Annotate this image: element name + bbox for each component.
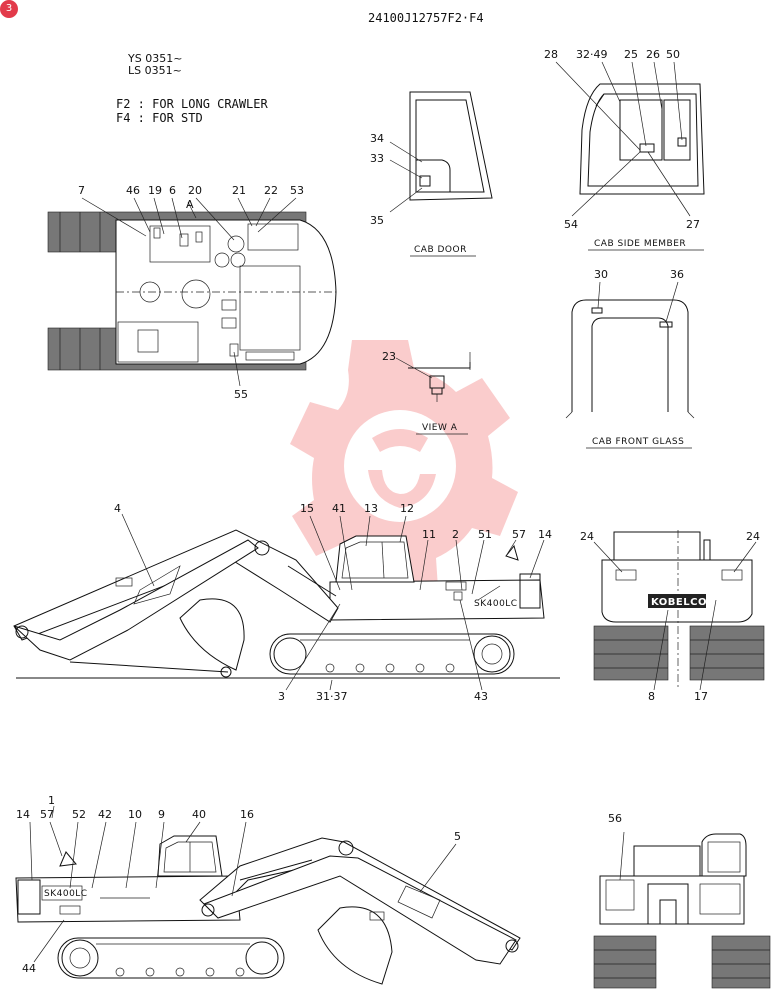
callout-number: 31·37 — [316, 690, 348, 703]
callout-number: 54 — [564, 218, 578, 231]
side-decal-model: SK400LC — [474, 599, 518, 609]
note-f2: F2 : FOR LONG CRAWLER — [116, 97, 268, 111]
cab-side-member-callouts: 28 32·49 25 26 50 54 27 — [544, 48, 700, 231]
side-view-left-callouts: 1 14 57 52 42 10 9 40 16 5 44 — [16, 794, 461, 975]
callout-number: 55 — [234, 388, 248, 401]
callout-number: 10 — [128, 808, 142, 821]
callout-number: 34 — [370, 132, 384, 145]
side-view-right-leaders — [121, 513, 545, 691]
front-view-callout: 56 — [608, 812, 622, 825]
rear-view-machine — [593, 530, 765, 690]
callout-number: 41 — [332, 502, 346, 515]
callout-number: 46 — [126, 184, 140, 197]
callout-number: 26 — [646, 48, 660, 61]
callout-number: 24 — [746, 530, 760, 543]
callout-number: 19 — [148, 184, 162, 197]
side-view-left-machine — [15, 835, 521, 985]
callout-number: 14 — [538, 528, 552, 541]
callout-number: 21 — [232, 184, 246, 197]
top-view-callouts: 7 46 19 6 20 21 22 53 55 A — [78, 184, 304, 401]
side-left-decal-model: SK400LC — [44, 889, 88, 899]
callout-number: 1 — [48, 794, 55, 807]
callout-number: 42 — [98, 808, 112, 821]
callout-number: 28 — [544, 48, 558, 61]
callout-number: 50 — [666, 48, 680, 61]
callout-number: 4 — [114, 502, 121, 515]
side-view-right-machine — [13, 529, 560, 679]
callout-number: 12 — [400, 502, 414, 515]
callout-number: 16 — [240, 808, 254, 821]
rear-view-callouts: 24 24 8 17 — [580, 530, 760, 703]
top-view-machine — [47, 211, 337, 371]
view-a-marker: A — [186, 198, 194, 211]
callout-number: 7 — [78, 184, 85, 197]
callout-number: 51 — [478, 528, 492, 541]
callout-number: 30 — [594, 268, 608, 281]
callout-number: 27 — [686, 218, 700, 231]
callout-number: 25 — [624, 48, 638, 61]
top-view-leaders — [81, 197, 297, 387]
callout-number: 44 — [22, 962, 36, 975]
callout-number: 43 — [474, 690, 488, 703]
cab-door-drawing — [389, 91, 493, 213]
caption-cab-door: CAB DOOR — [414, 245, 467, 255]
callout-number: 6 — [169, 184, 176, 197]
view-a-drawing — [395, 352, 471, 402]
callout-number: 52 — [72, 808, 86, 821]
serial-ls: LS 0351~ — [128, 64, 182, 77]
rear-view-leaders — [593, 541, 757, 691]
callout-number: 9 — [158, 808, 165, 821]
cab-front-glass-callouts: 30 36 — [594, 268, 684, 281]
callout-number: 32·49 — [576, 48, 608, 61]
view-a-callout: 23 — [382, 350, 396, 363]
callout-number: 57 — [512, 528, 526, 541]
callout-number: 2 — [452, 528, 459, 541]
callout-number: 40 — [192, 808, 206, 821]
callout-number: 8 — [648, 690, 655, 703]
serial-ys: YS 0351~ — [127, 52, 182, 65]
cab-side-member-leaders — [555, 61, 691, 217]
callout-number: 22 — [264, 184, 278, 197]
callout-number: 17 — [694, 690, 708, 703]
front-view-machine — [593, 831, 771, 989]
callout-number: 11 — [422, 528, 436, 541]
callout-number: 5 — [454, 830, 461, 843]
callout-number: 20 — [188, 184, 202, 197]
callout-number: 14 — [16, 808, 30, 821]
note-f4: F4 : FOR STD — [116, 111, 203, 125]
callout-number: 24 — [580, 530, 594, 543]
side-view-right-callouts: 4 15 41 13 12 11 2 51 57 14 3 31·37 43 — [114, 502, 552, 703]
caption-cab-side-member: CAB SIDE MEMBER — [594, 239, 686, 249]
callout-number: 33 — [370, 152, 384, 165]
caption-cab-front-glass: CAB FRONT GLASS — [592, 437, 684, 447]
callout-number: 13 — [364, 502, 378, 515]
callout-number: 36 — [670, 268, 684, 281]
watermark-gear — [290, 340, 518, 592]
side-view-left-leaders — [29, 805, 457, 963]
caption-view-a: VIEW A — [422, 423, 458, 433]
rear-decal-brand: KOBELCO — [651, 597, 707, 608]
corner-badge: 3 — [0, 0, 18, 18]
cab-side-member-drawing — [579, 83, 705, 195]
callout-number: 35 — [370, 214, 384, 227]
cab-door-callouts: 34 33 35 — [370, 132, 384, 227]
callout-number: 53 — [290, 184, 304, 197]
cab-front-glass-drawing — [565, 281, 695, 419]
drawing-number: 24100J12757F2·F4 — [368, 11, 484, 25]
callout-number: 15 — [300, 502, 314, 515]
callout-number: 57 — [40, 808, 54, 821]
callout-number: 3 — [278, 690, 285, 703]
